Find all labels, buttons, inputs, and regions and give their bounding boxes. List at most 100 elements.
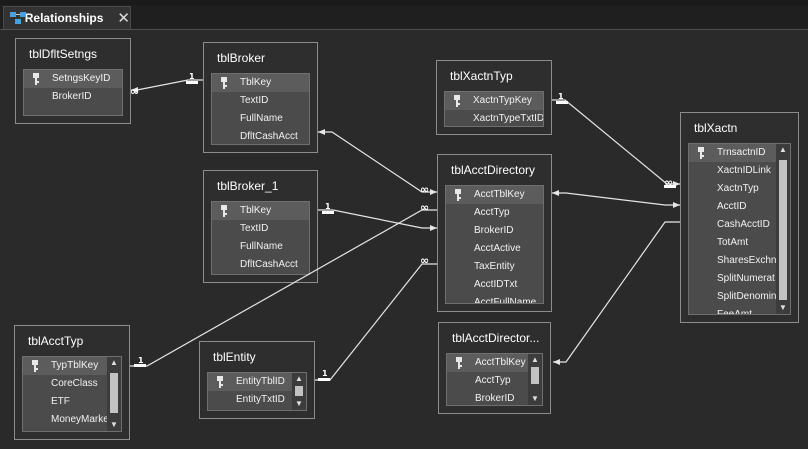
field-row[interactable]: FeeAmt (689, 306, 776, 314)
field-row[interactable]: SplitNumerat (689, 270, 776, 288)
scroll-down-icon[interactable]: ▼ (531, 394, 539, 403)
primary-key-field[interactable]: SetngsKeyID (24, 70, 122, 88)
field-row[interactable]: SharesExchng (689, 252, 776, 270)
field-row[interactable]: AcctTypDesc (23, 429, 107, 431)
scroll-down-icon[interactable]: ▼ (295, 399, 303, 408)
field-name: TextID (240, 223, 269, 234)
field-row[interactable]: FullName (212, 238, 309, 256)
field-row[interactable]: MoneyMarke (23, 411, 107, 429)
scrollbar-thumb[interactable] (110, 373, 118, 413)
field-row[interactable]: CashAcctID (689, 216, 776, 234)
field-name: DfltCashAcct (240, 259, 298, 270)
scroll-up-icon[interactable]: ▲ (110, 358, 118, 367)
primary-key-field[interactable]: TypTblKey (23, 357, 107, 375)
field-row[interactable]: ETF (23, 393, 107, 411)
vertical-scrollbar[interactable]: ▲▼ (528, 354, 542, 405)
field-row[interactable]: BrokerID (447, 390, 528, 405)
field-name: CoreClass (51, 378, 98, 389)
table-title[interactable]: tblAcctTyp (28, 334, 84, 348)
field-name: TextID (240, 95, 269, 106)
table-title[interactable]: tblXactn (694, 121, 738, 135)
table-tblEntity[interactable]: tblEntity EntityTblIDEntityTxtIDEntityFu… (199, 341, 315, 419)
primary-key-field[interactable]: AcctTblKey (446, 186, 543, 204)
field-row[interactable]: EntityTxtID (208, 391, 292, 409)
scroll-up-icon[interactable]: ▲ (531, 355, 539, 364)
primary-key-field[interactable]: TblKey (212, 202, 309, 220)
scroll-up-icon[interactable]: ▲ (779, 145, 787, 154)
field-row[interactable]: AcctID (689, 198, 776, 216)
field-name: TypTblKey (51, 360, 99, 371)
field-name: SplitNumerat (717, 273, 775, 284)
field-list[interactable]: EntityTblIDEntityTxtIDEntityFullTxt▲▼ (207, 372, 307, 411)
primary-key-field[interactable]: XactnTypKey (445, 92, 543, 110)
field-row[interactable]: DfltCashAcct (212, 256, 309, 274)
field-row[interactable]: TaxEntity (446, 258, 543, 276)
primary-key-field[interactable]: EntityTblID (208, 373, 292, 391)
field-name: XactnTypKey (473, 95, 532, 106)
field-name: AcctID (717, 201, 747, 212)
field-name: AcctFullName (474, 297, 537, 304)
table-title[interactable]: tblEntity (213, 350, 256, 364)
table-title[interactable]: tblBroker_1 (217, 179, 279, 193)
primary-key-field[interactable]: TblKey (212, 74, 309, 92)
scrollbar-thumb[interactable] (779, 160, 787, 300)
table-title[interactable]: tblAcctDirector... (452, 331, 540, 345)
scroll-down-icon[interactable]: ▼ (779, 303, 787, 312)
vertical-scrollbar[interactable]: ▲▼ (107, 357, 121, 431)
table-title[interactable]: tblXactnTyp (450, 69, 513, 83)
scroll-up-icon[interactable]: ▲ (295, 374, 303, 383)
field-row[interactable]: SplitDenomin (689, 288, 776, 306)
field-name: CashAcctID (717, 219, 770, 230)
field-row[interactable]: AcctActive (446, 240, 543, 258)
field-row[interactable]: AcctTyp (446, 204, 543, 222)
field-row[interactable]: AcctFullName (446, 294, 543, 304)
field-row[interactable]: DfltCashAcct (212, 128, 309, 144)
table-title[interactable]: tblAcctDirectory (451, 163, 536, 177)
table-title[interactable]: tblBroker (217, 51, 266, 65)
scrollbar-thumb[interactable] (295, 386, 303, 396)
field-row[interactable]: XactnTypeTxtID (445, 110, 543, 126)
close-icon[interactable]: ✕ (117, 9, 130, 27)
field-row[interactable]: EntityFullTxt (208, 409, 292, 410)
field-row[interactable]: XactnTyp (689, 180, 776, 198)
field-name: FullName (240, 113, 283, 124)
field-row[interactable]: TextID (212, 220, 309, 238)
field-name: ETF (51, 396, 70, 407)
field-row[interactable]: XactnIDLink (689, 162, 776, 180)
field-row[interactable]: TextID (212, 92, 309, 110)
field-row[interactable]: BrokerID (446, 222, 543, 240)
primary-key-field[interactable]: AcctTblKey (447, 354, 528, 372)
scroll-down-icon[interactable]: ▼ (110, 420, 118, 429)
field-row[interactable]: CoreClass (23, 375, 107, 393)
field-row[interactable]: BrokerID (24, 88, 122, 106)
vertical-scrollbar[interactable]: ▲▼ (292, 373, 306, 410)
window-top-bar (0, 0, 808, 5)
field-name: AcctTyp (475, 375, 511, 386)
vertical-scrollbar[interactable]: ▲▼ (776, 144, 790, 314)
field-row[interactable]: TotAmt (689, 234, 776, 252)
scrollbar-thumb[interactable] (531, 367, 539, 384)
field-row[interactable]: AcctIDTxt (446, 276, 543, 294)
field-row[interactable]: FullName (212, 110, 309, 128)
primary-key-field[interactable]: TrnsactnID (689, 144, 776, 162)
field-row[interactable]: AcctTyp (447, 372, 528, 390)
relationships-tab[interactable]: Relationships ✕ (3, 6, 131, 29)
field-name: AcctIDTxt (474, 279, 518, 290)
table-title[interactable]: tblDfltSetngs (29, 47, 98, 61)
